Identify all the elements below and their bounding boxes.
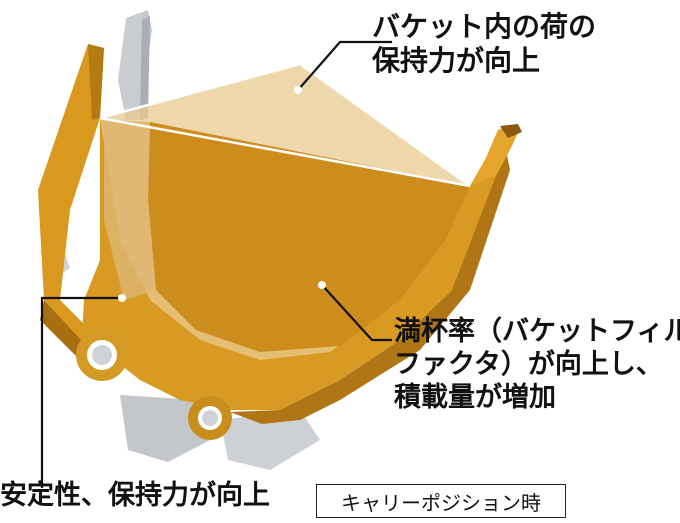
retention-label-line-2: 保持力が向上 bbox=[372, 44, 541, 78]
fill-factor-label-line-2: ファクタ）が向上し、 bbox=[394, 348, 663, 380]
carry-position-tag: キャリーポジション時 bbox=[316, 484, 566, 518]
leader-dots bbox=[118, 86, 326, 302]
retention-label-line-1: バケット内の荷の bbox=[372, 10, 597, 43]
fill-factor-label-line-1: 満杯率（バケットフィル bbox=[394, 316, 680, 347]
leader-line-bottom bbox=[40, 296, 122, 488]
leader-line-top bbox=[297, 40, 392, 91]
heap-outline bbox=[99, 62, 471, 188]
retention-label: バケット内の荷の 保持力が向上 bbox=[372, 10, 596, 78]
stability-label: 安定性、保持力が向上 bbox=[0, 480, 270, 511]
bucket-load bbox=[100, 64, 470, 360]
bucket-left-wall bbox=[38, 44, 104, 360]
leader-line-right bbox=[321, 284, 392, 342]
fill-factor-label-line-3: 積載量が増加 bbox=[394, 381, 556, 413]
fill-factor-label: 満杯率（バケットフィル ファクタ）が向上し、 積載量が増加 bbox=[394, 316, 680, 415]
leader-lines bbox=[40, 40, 392, 488]
